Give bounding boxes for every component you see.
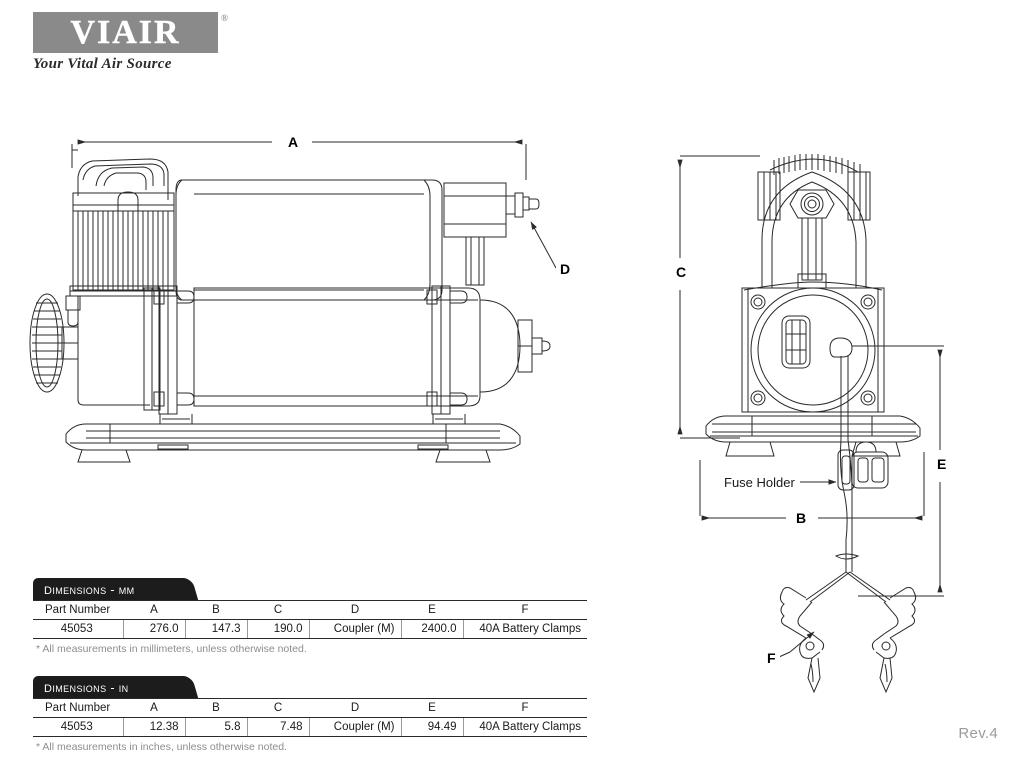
- callout-leader-f: [778, 631, 815, 658]
- logo-mark: VIAIR ®: [33, 12, 228, 53]
- battery-clamp-left: [779, 587, 825, 694]
- column-header-c: C: [247, 600, 309, 620]
- cell-c: 190.0: [246, 619, 309, 639]
- cell-d: Coupler (M): [308, 717, 401, 737]
- air-filter: [29, 293, 79, 393]
- cell-d: Coupler (M): [308, 619, 401, 639]
- column-header-b: B: [185, 698, 247, 718]
- cell-b: 147.3: [184, 619, 247, 639]
- column-header-c: C: [247, 698, 309, 718]
- cell-e: 94.49: [400, 717, 463, 737]
- motor-housing-frame: [741, 281, 885, 413]
- battery-clamp-right: [871, 587, 917, 694]
- column-header-e: E: [401, 600, 463, 620]
- end-view-compressor: [677, 154, 944, 694]
- table-row: 45053 276.0 147.3 190.0 Coupler (M) 2400…: [33, 619, 587, 639]
- column-header-d: D: [309, 600, 401, 620]
- column-header-f: F: [463, 600, 587, 620]
- base-plate: [65, 423, 521, 463]
- mount-bracket-left: [153, 285, 195, 425]
- dimension-label-c: C: [672, 265, 691, 279]
- dimensions-table-in-grid: Part Number A B C D E F 45053 12.38 5.8 …: [33, 698, 587, 737]
- air-tank: [175, 179, 443, 301]
- motor-body: [65, 287, 161, 411]
- column-header-part-number: Part Number: [33, 698, 123, 718]
- cell-part-number: 45053: [33, 717, 123, 737]
- column-header-e: E: [401, 698, 463, 718]
- logo-tagline: Your Vital Air Source: [33, 56, 172, 72]
- callout-label-d: D: [556, 262, 575, 276]
- table-row: 45053 12.38 5.8 7.48 Coupler (M) 94.49 4…: [33, 717, 587, 737]
- crankcase: [193, 287, 481, 407]
- dimension-label-b: B: [792, 511, 811, 525]
- cell-f: 40A Battery Clamps: [462, 619, 587, 639]
- outlet-coupler-assembly: [443, 182, 551, 393]
- column-header-a: A: [123, 698, 185, 718]
- cell-part-number: 45053: [33, 619, 123, 639]
- column-header-part-number: Part Number: [33, 600, 123, 620]
- fuse-holder-label: Fuse Holder: [722, 475, 797, 490]
- cell-c: 7.48: [246, 717, 309, 737]
- mount-bracket-right: [426, 285, 468, 425]
- fuse-holder: [837, 441, 889, 491]
- table-header-row: Part Number A B C D E F: [33, 698, 587, 718]
- dimensions-table-in: Dimensions - IN Part Number A B C D E F …: [33, 676, 587, 753]
- table-tab-title: Dimensions - MM: [44, 580, 135, 598]
- cell-a: 12.38: [122, 717, 185, 737]
- cell-a: 276.0: [122, 619, 185, 639]
- table-note-in: * All measurements in inches, unless oth…: [36, 741, 287, 753]
- motor-end-cap: [750, 287, 876, 413]
- logo-wordmark: VIAIR: [70, 13, 181, 51]
- head-dome: [757, 171, 871, 289]
- table-tab-in: Dimensions - IN: [33, 676, 181, 698]
- table-tab-title: Dimensions - IN: [44, 678, 129, 696]
- column-header-b: B: [185, 600, 247, 620]
- base-plate-end-view: [705, 415, 921, 457]
- callout-leader-d: [530, 221, 557, 269]
- dimension-label-a: A: [284, 135, 303, 149]
- cylinder-head-assembly: [69, 158, 178, 297]
- column-header-d: D: [309, 698, 401, 718]
- table-header-row: Part Number A B C D E F: [33, 600, 587, 620]
- column-header-f: F: [463, 698, 587, 718]
- column-header-a: A: [123, 600, 185, 620]
- dimension-c: [677, 155, 760, 439]
- power-cable: [805, 356, 891, 603]
- brand-logo: VIAIR ® Your Vital Air Source: [33, 12, 233, 73]
- cell-f: 40A Battery Clamps: [462, 717, 587, 737]
- table-note-mm: * All measurements in millimeters, unles…: [36, 643, 307, 655]
- cell-b: 5.8: [184, 717, 247, 737]
- dimension-label-e: E: [933, 457, 951, 471]
- table-tab-mm: Dimensions - MM: [33, 578, 181, 600]
- cooling-fins: [769, 154, 861, 180]
- side-view-compressor: [29, 139, 557, 463]
- callout-label-f: F: [763, 651, 780, 665]
- dimensions-table-mm: Dimensions - MM Part Number A B C D E F …: [33, 578, 587, 655]
- dimension-e: [852, 345, 944, 597]
- revision-label: Rev.4: [958, 725, 998, 742]
- cell-e: 2400.0: [400, 619, 463, 639]
- registered-trademark-icon: ®: [221, 13, 228, 23]
- dimensions-table-mm-grid: Part Number A B C D E F 45053 276.0 147.…: [33, 600, 587, 639]
